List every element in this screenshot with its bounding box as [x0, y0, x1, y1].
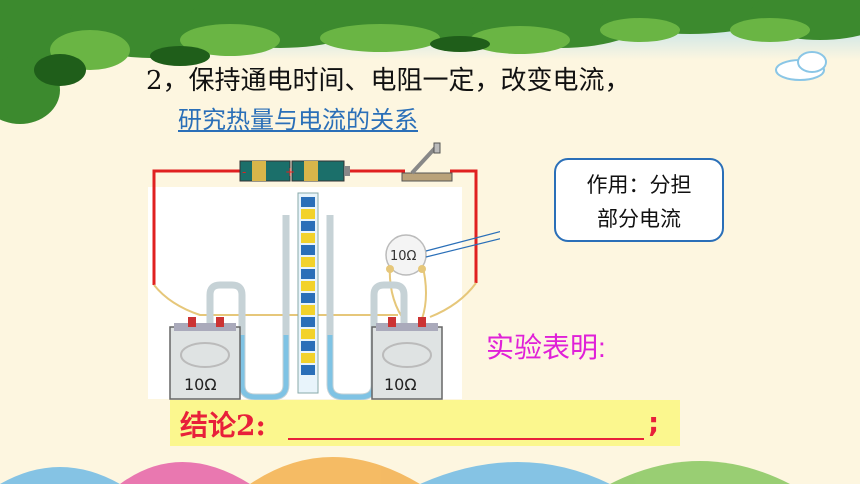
left-container: [169, 317, 241, 400]
left-resistor-label: 10Ω: [184, 375, 217, 394]
conclusion-box: 结论2: ;: [170, 400, 680, 446]
wire-right: [450, 169, 478, 283]
conclusion-label: 结论2:: [180, 409, 266, 442]
callout-bubble: 作用：分担 部分电流: [554, 158, 724, 242]
knife-switch-icon: [401, 142, 453, 182]
wire-left: [152, 169, 240, 285]
slide-heading: 2，保持通电时间、电阻一定，改变电流，: [146, 66, 631, 96]
joule-heating-apparatus: - +: [148, 142, 500, 401]
right-container: [371, 317, 443, 400]
shunt-resistor-icon: [385, 234, 427, 276]
callout-line-1: 作用：分担: [586, 173, 692, 197]
conclusion-end-mark: ;: [648, 406, 660, 439]
battery-minus-mark: -: [242, 165, 246, 179]
experiment-finding-label: 实验表明:: [486, 332, 606, 363]
slide-subheading: 研究热量与电流的关系: [178, 106, 418, 134]
shunt-resistor-label: 10Ω: [390, 249, 417, 264]
conclusion-blank-line: [288, 438, 644, 440]
callout-line-2: 部分电流: [597, 207, 681, 231]
battery-icon: [239, 160, 350, 182]
battery-plus-mark: +: [285, 165, 295, 179]
right-resistor-label: 10Ω: [384, 375, 417, 394]
u-tube-manometer: [206, 192, 408, 401]
